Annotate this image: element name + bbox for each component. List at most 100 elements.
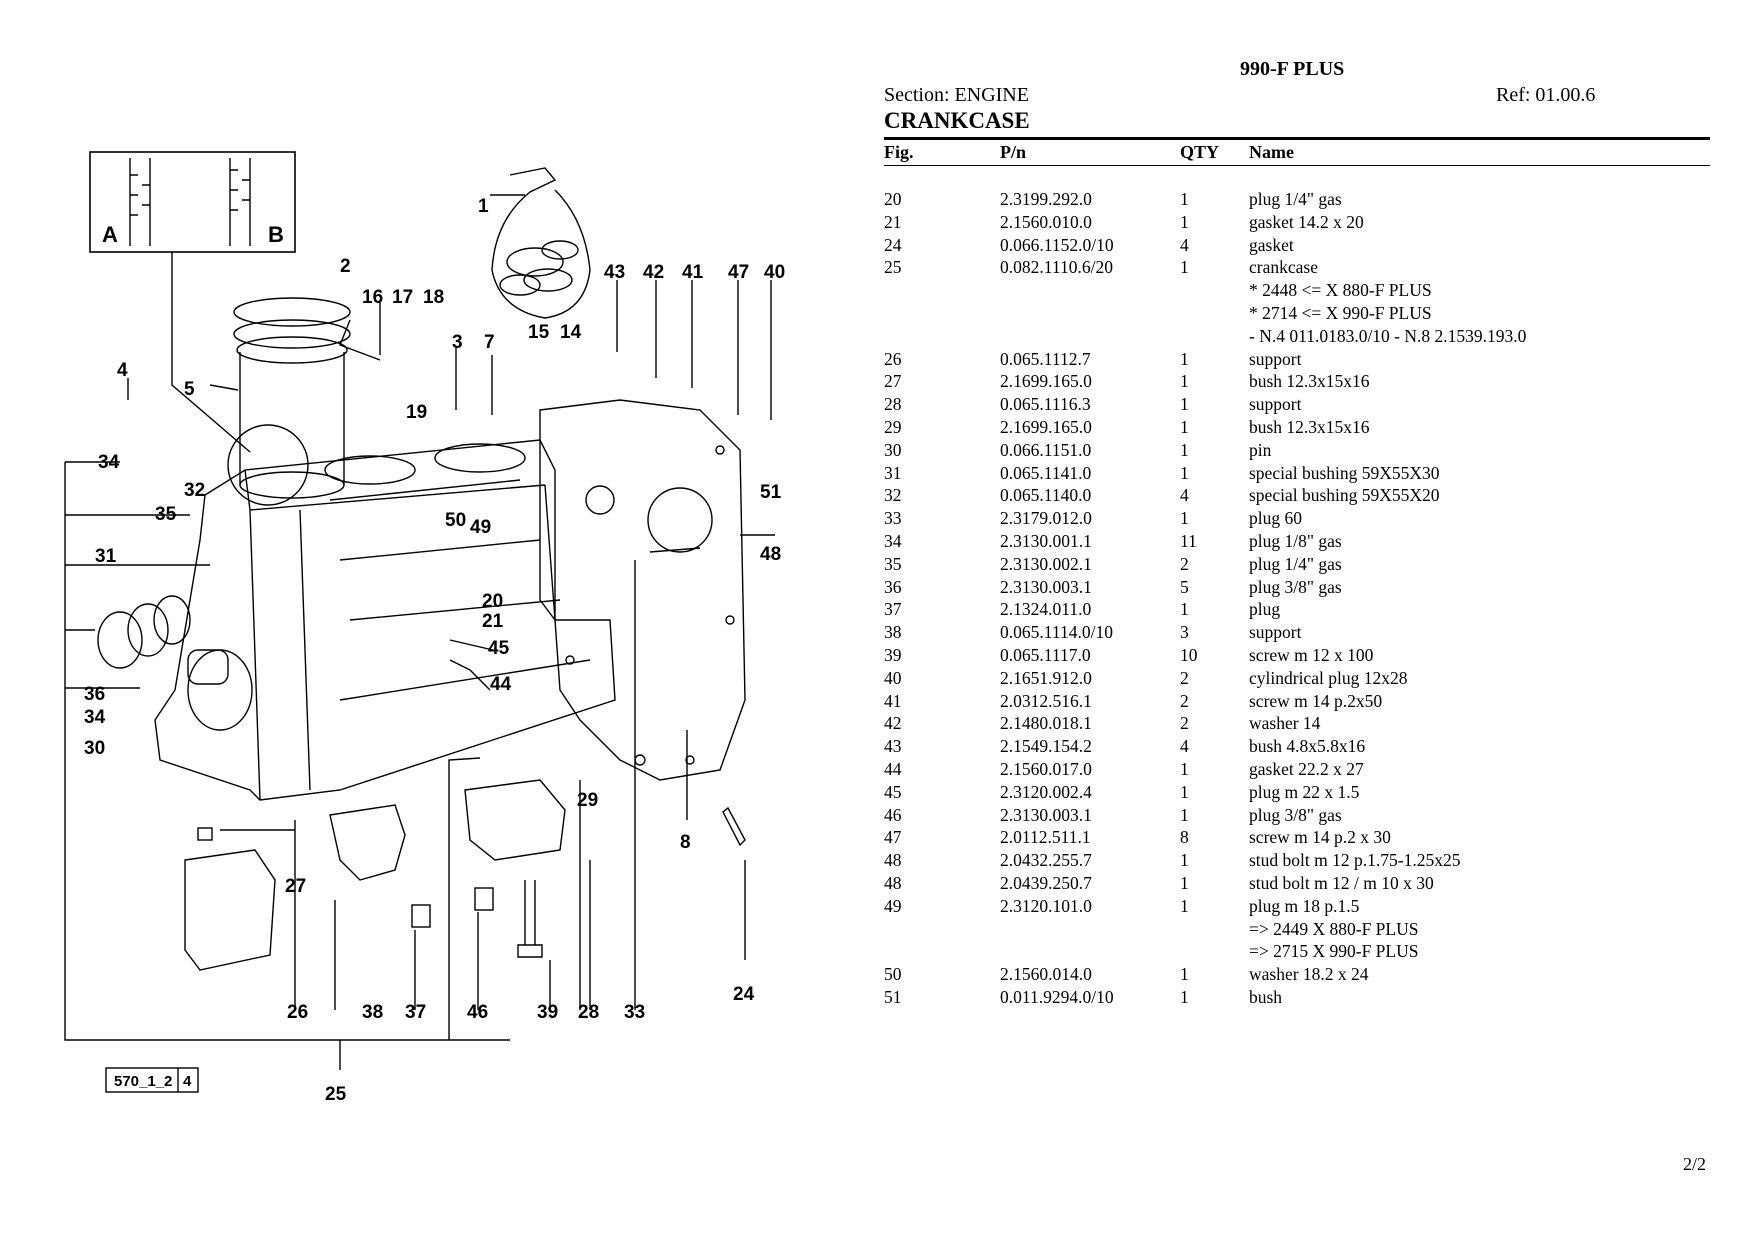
callout-17: 17 bbox=[392, 287, 413, 308]
callout-29: 29 bbox=[577, 790, 598, 811]
callout-45: 45 bbox=[488, 638, 510, 659]
cell-name: gasket 14.2 x 20 bbox=[1249, 211, 1364, 232]
callout-5: 5 bbox=[184, 379, 195, 400]
cell-qty: 1 bbox=[1180, 371, 1189, 392]
cell-fig: 51 bbox=[884, 986, 902, 1007]
callout-47: 47 bbox=[728, 262, 749, 283]
cell-fig: 26 bbox=[884, 348, 902, 369]
cell-name: bush 12.3x15x16 bbox=[1249, 416, 1370, 437]
cell-part-number: 2.3130.003.1 bbox=[1000, 576, 1092, 597]
cell-part-number: 2.3130.002.1 bbox=[1000, 553, 1092, 574]
cell-name: * 2714 <= X 990-F PLUS bbox=[1249, 302, 1432, 323]
cell-qty: 1 bbox=[1180, 416, 1189, 437]
column-header-qty: QTY bbox=[1180, 142, 1220, 162]
cell-qty: 10 bbox=[1180, 644, 1198, 665]
callout-32: 32 bbox=[184, 480, 205, 501]
timing-cover bbox=[539, 399, 746, 781]
cell-qty: 1 bbox=[1180, 394, 1189, 415]
cell-qty: 2 bbox=[1180, 667, 1189, 688]
callout-26: 26 bbox=[287, 1002, 308, 1023]
cell-name: - N.4 011.0183.0/10 - N.8 2.1539.193.0 bbox=[1249, 325, 1527, 346]
callout-30: 30 bbox=[84, 738, 105, 759]
cell-name: plug bbox=[1249, 599, 1281, 620]
cell-fig: 48 bbox=[884, 850, 902, 871]
cell-name: cylindrical plug 12x28 bbox=[1249, 667, 1408, 688]
table-row: * 2448 <= X 880-F PLUS bbox=[884, 279, 1710, 302]
cell-part-number: 0.065.1112.7 bbox=[1000, 348, 1091, 369]
cell-name: washer 14 bbox=[1249, 713, 1321, 734]
cell-fig: 24 bbox=[884, 234, 902, 255]
callout-31: 31 bbox=[95, 546, 117, 567]
cell-qty: 8 bbox=[1180, 827, 1189, 848]
cell-qty: 11 bbox=[1180, 530, 1197, 551]
column-header-fig: Fig. bbox=[884, 142, 914, 162]
cell-part-number: 2.1699.165.0 bbox=[1000, 371, 1092, 392]
cell-part-number: 0.065.1141.0 bbox=[1000, 462, 1092, 483]
cell-fig: 20 bbox=[884, 189, 902, 209]
cell-part-number: 2.3130.003.1 bbox=[1000, 804, 1092, 825]
table-row: * 2714 <= X 990-F PLUS bbox=[884, 302, 1710, 325]
callout-28: 28 bbox=[578, 1002, 599, 1023]
cell-fig: 30 bbox=[884, 439, 902, 460]
cell-qty: 2 bbox=[1180, 553, 1189, 574]
cell-part-number: 2.1651.912.0 bbox=[1000, 667, 1092, 688]
model-name: 990-F PLUS bbox=[1240, 58, 1345, 80]
gasket-bag bbox=[491, 167, 591, 319]
cell-name: => 2449 X 880-F PLUS bbox=[1249, 918, 1419, 939]
callout-34a: 34 bbox=[98, 452, 120, 473]
callout-3: 3 bbox=[452, 332, 463, 353]
support-28 bbox=[464, 779, 566, 861]
cell-part-number: 0.011.9294.0/10 bbox=[1000, 986, 1114, 1007]
callout-20: 20 bbox=[482, 591, 503, 612]
cell-name: plug 1/4" gas bbox=[1249, 189, 1342, 209]
cell-qty: 1 bbox=[1180, 872, 1189, 893]
callout-51: 51 bbox=[760, 482, 782, 503]
cell-qty: 1 bbox=[1180, 462, 1189, 483]
cell-fig: 25 bbox=[884, 257, 902, 278]
exploded-parts-diagram: 1 2 16 17 18 3 7 15 14 43 42 41 47 40 4 … bbox=[64, 151, 785, 1105]
cell-part-number: 2.0112.511.1 bbox=[1000, 827, 1091, 848]
cell-fig: 31 bbox=[884, 462, 902, 483]
cell-fig: 35 bbox=[884, 553, 902, 574]
cell-qty: 1 bbox=[1180, 257, 1189, 278]
callout-50: 50 bbox=[445, 510, 466, 531]
cell-part-number: 2.1699.165.0 bbox=[1000, 416, 1092, 437]
cell-name: plug 3/8" gas bbox=[1249, 576, 1342, 597]
drawing-reference-box: 570_1_2 4 bbox=[105, 1067, 199, 1093]
cell-name: crankcase bbox=[1249, 257, 1318, 278]
cell-fig: 45 bbox=[884, 781, 902, 802]
cell-qty: 1 bbox=[1180, 850, 1189, 871]
cell-fig: 50 bbox=[884, 964, 902, 985]
cell-qty: 1 bbox=[1180, 189, 1189, 209]
cell-part-number: 2.0439.250.7 bbox=[1000, 872, 1092, 893]
callout-39: 39 bbox=[537, 1002, 558, 1023]
cell-part-number: 2.1560.014.0 bbox=[1000, 964, 1092, 985]
cell-name: support bbox=[1249, 394, 1302, 415]
callout-4: 4 bbox=[117, 360, 128, 381]
callout-18: 18 bbox=[423, 287, 444, 308]
cell-part-number: 0.065.1114.0/10 bbox=[1000, 622, 1113, 643]
cell-part-number: 2.0312.516.1 bbox=[1000, 690, 1092, 711]
cell-part-number: 0.065.1116.3 bbox=[1000, 394, 1091, 415]
cell-qty: 1 bbox=[1180, 804, 1189, 825]
callout-27: 27 bbox=[285, 876, 306, 897]
cell-part-number: 0.065.1140.0 bbox=[1000, 485, 1092, 506]
cell-qty: 2 bbox=[1180, 690, 1189, 711]
cell-qty: 2 bbox=[1180, 713, 1189, 734]
cell-fig: 42 bbox=[884, 713, 902, 734]
